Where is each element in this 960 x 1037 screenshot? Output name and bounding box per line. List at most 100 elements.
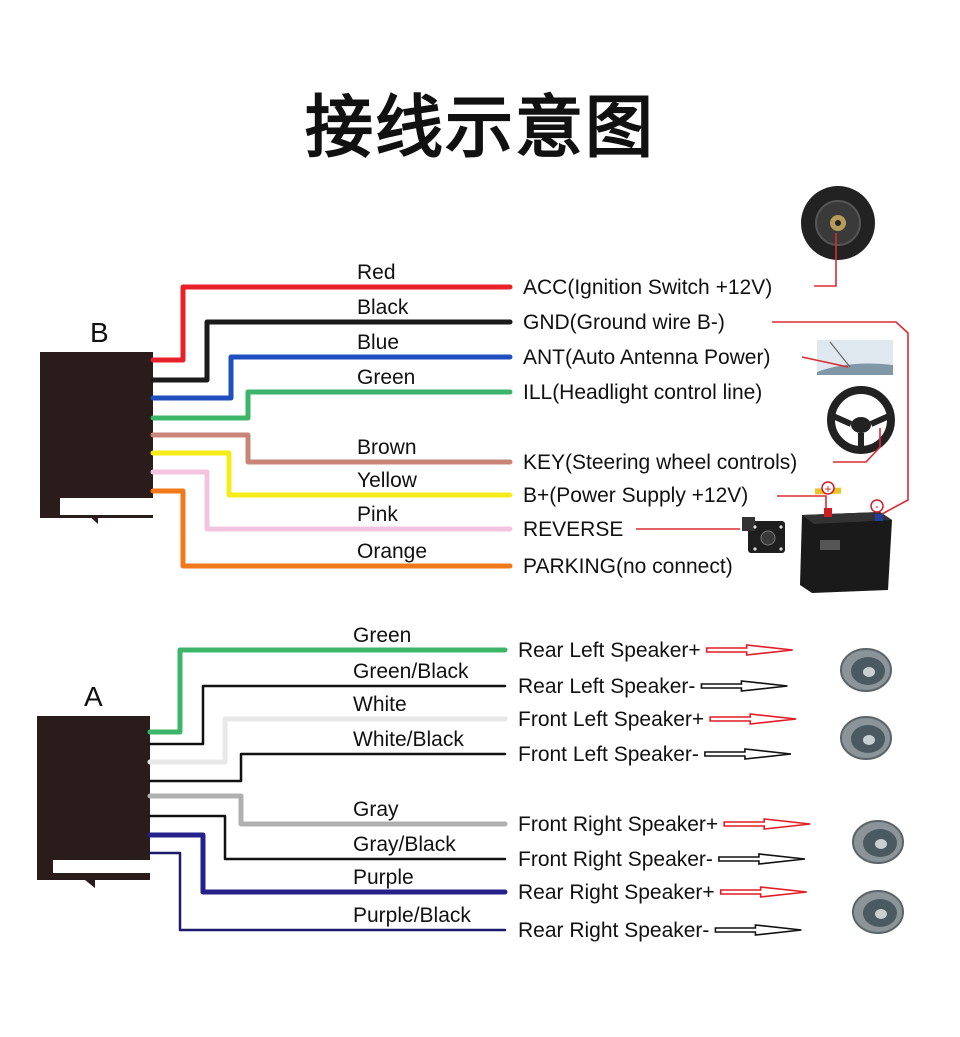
wire-line: [150, 469, 513, 532]
wire-function-label: GND(Ground wire B-): [523, 311, 725, 334]
leader-ant: [801, 356, 849, 368]
wire-color-label: Purple: [353, 866, 414, 889]
wire-line: [150, 389, 513, 421]
wire-function-label: Rear Right Speaker+: [518, 881, 715, 904]
wire-color-label: White: [353, 693, 407, 716]
wire-function-label: Front Left Speaker-: [518, 743, 699, 766]
speakers: [840, 648, 904, 934]
wire-line: [150, 354, 513, 401]
negative-arrow-icon: [700, 680, 788, 692]
wire-function-label: ILL(Headlight control line): [523, 381, 762, 404]
wire-color-label: Gray/Black: [353, 833, 456, 856]
leader-key: [833, 428, 881, 463]
wire-color-label: Green: [357, 366, 415, 389]
wire-line: [148, 684, 507, 746]
wire-function-label: Front Right Speaker-: [518, 848, 713, 871]
wire-color-label: Pink: [357, 503, 398, 526]
speaker-icon: [852, 820, 904, 864]
wire-function-label: Front Left Speaker+: [518, 708, 704, 731]
wire-function-label: Rear Left Speaker-: [518, 675, 695, 698]
leader-gnd: [772, 321, 909, 515]
connector-b-label: B: [90, 317, 109, 348]
wire-line: [147, 793, 508, 827]
wire-line: [147, 716, 508, 765]
speaker-icon: [840, 716, 892, 760]
wire-color-label: White/Black: [353, 728, 464, 751]
wire-line: [148, 851, 507, 932]
connector-a: A: [37, 681, 150, 888]
leader-acc: [814, 233, 837, 287]
positive-arrow-icon: [723, 818, 811, 830]
wire-color-label: Blue: [357, 331, 399, 354]
wire-line: [150, 450, 513, 498]
positive-arrow-icon: [719, 886, 807, 898]
ignition-switch-icon: [801, 186, 875, 260]
negative-arrow-icon: [718, 853, 806, 865]
wire-color-label: Gray: [353, 798, 399, 821]
speaker-icon: [852, 890, 904, 934]
wire-line: [150, 284, 513, 363]
reverse-camera-icon: [742, 517, 785, 553]
battery-icon: + -: [800, 481, 892, 593]
battery-minus-symbol: -: [875, 499, 879, 513]
wire-function-label: Front Right Speaker+: [518, 813, 718, 836]
connector-a-latch: [85, 880, 95, 888]
wire-color-label: Green/Black: [353, 660, 469, 683]
wire-function-label: Rear Right Speaker-: [518, 919, 709, 942]
wire-line: [148, 752, 507, 783]
wire-color-label: Black: [357, 296, 409, 319]
wire-function-label: B+(Power Supply +12V): [523, 484, 748, 507]
battery-positive-terminal: [824, 508, 832, 517]
negative-arrow-icon: [714, 924, 802, 936]
wire-line: [147, 832, 508, 895]
wire-function-label: REVERSE: [523, 518, 623, 541]
speaker-icon: [840, 648, 892, 692]
battery-plus-symbol: +: [824, 482, 831, 496]
wire-function-label: KEY(Steering wheel controls): [523, 451, 797, 474]
connector-b-body: [40, 352, 153, 518]
wire-line: [150, 319, 513, 383]
wire-color-label: Yellow: [357, 469, 418, 492]
negative-arrow-icon: [704, 748, 792, 760]
wire-line: [148, 814, 507, 861]
battery-negative-terminal: [875, 514, 883, 521]
wire-color-label: Red: [357, 261, 396, 284]
wire-color-label: Orange: [357, 540, 427, 563]
wire-line: [150, 488, 513, 569]
connector-b-latch: [88, 515, 98, 524]
leader-bplus: [777, 495, 827, 508]
connector-a-body: [37, 716, 150, 880]
wire-line: [150, 432, 513, 465]
steering-wheel-icon: [827, 386, 895, 454]
wire-function-label: ACC(Ignition Switch +12V): [523, 276, 772, 299]
wire-function-label: ANT(Auto Antenna Power): [523, 346, 770, 369]
positive-arrow-icon: [709, 713, 797, 725]
leader-lines: [636, 233, 909, 530]
connector-a-label: A: [84, 681, 103, 712]
wire-color-label: Brown: [357, 436, 417, 459]
wire-function-label: Rear Left Speaker+: [518, 639, 701, 662]
wire-color-label: Purple/Black: [353, 904, 471, 927]
positive-arrow-icon: [705, 644, 793, 656]
connector-b: B: [40, 317, 153, 524]
wire-function-label: PARKING(no connect): [523, 555, 733, 578]
wire-color-label: Green: [353, 624, 411, 647]
